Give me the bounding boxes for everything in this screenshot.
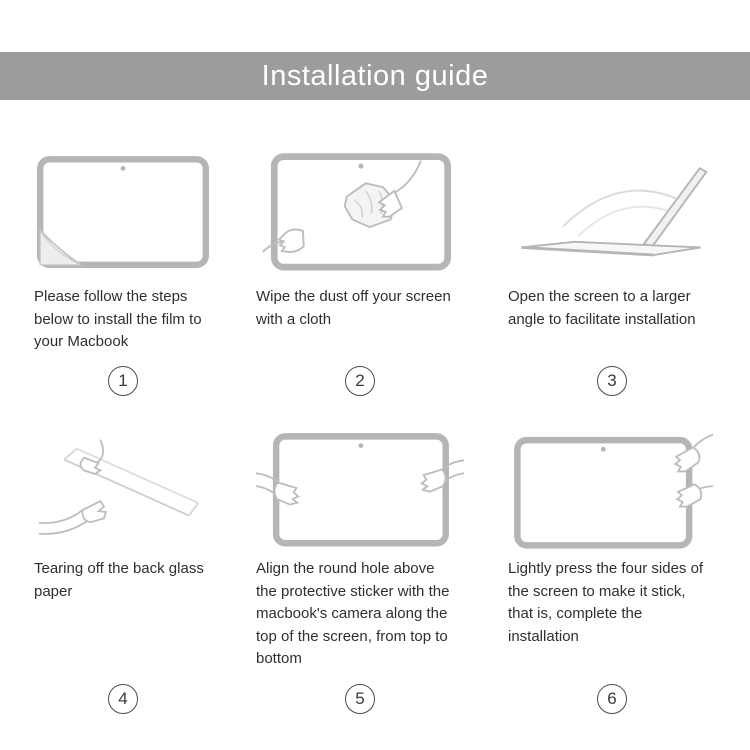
step-number-badge: 5 — [345, 684, 375, 714]
step-6-illustration — [494, 428, 730, 552]
step-5-illustration — [242, 428, 478, 552]
step-caption: Tearing off the back glass paper — [34, 560, 204, 600]
step-2: Wipe the dust off your screen with a clo… — [234, 144, 486, 402]
page-title: Installation guide — [261, 59, 489, 92]
step-5: Align the round hole above the protectiv… — [234, 428, 486, 720]
step-1: Please follow the steps below to install… — [12, 144, 234, 402]
step-3: Open the screen to a larger angle to fac… — [486, 144, 738, 402]
step-4-illustration — [20, 428, 226, 552]
align-film-icon — [255, 433, 465, 547]
step-caption: Please follow the steps below to install… — [34, 288, 202, 350]
step-6: Lightly press the four sides of the scre… — [486, 428, 738, 720]
tear-backing-icon — [38, 438, 199, 535]
step-number: 6 — [494, 674, 730, 720]
steps-grid: Please follow the steps below to install… — [0, 144, 750, 720]
step-caption: Wipe the dust off your screen with a clo… — [256, 288, 451, 328]
step-number-badge: 4 — [108, 684, 138, 714]
step-number: 4 — [20, 674, 226, 720]
open-laptop-icon — [521, 167, 708, 257]
step-number: 1 — [20, 356, 226, 402]
macbook-screen-peel-icon — [37, 156, 209, 268]
step-caption: Align the round hole above the protectiv… — [256, 560, 450, 667]
step-number-badge: 6 — [597, 684, 627, 714]
step-number: 5 — [242, 674, 478, 720]
step-3-illustration — [494, 144, 730, 280]
step-caption: Lightly press the four sides of the scre… — [508, 560, 704, 645]
step-number: 3 — [494, 356, 730, 402]
step-number-badge: 1 — [108, 366, 138, 396]
wipe-cloth-icon — [262, 153, 451, 271]
press-sides-icon — [513, 433, 713, 549]
step-caption: Open the screen to a larger angle to fac… — [508, 288, 696, 328]
step-number: 2 — [242, 356, 478, 402]
step-4: Tearing off the back glass paper 4 — [12, 428, 234, 720]
step-number-badge: 2 — [345, 366, 375, 396]
step-1-illustration — [20, 144, 226, 280]
header-bar: Installation guide — [0, 52, 750, 100]
step-number-badge: 3 — [597, 366, 627, 396]
step-2-illustration — [242, 144, 478, 280]
